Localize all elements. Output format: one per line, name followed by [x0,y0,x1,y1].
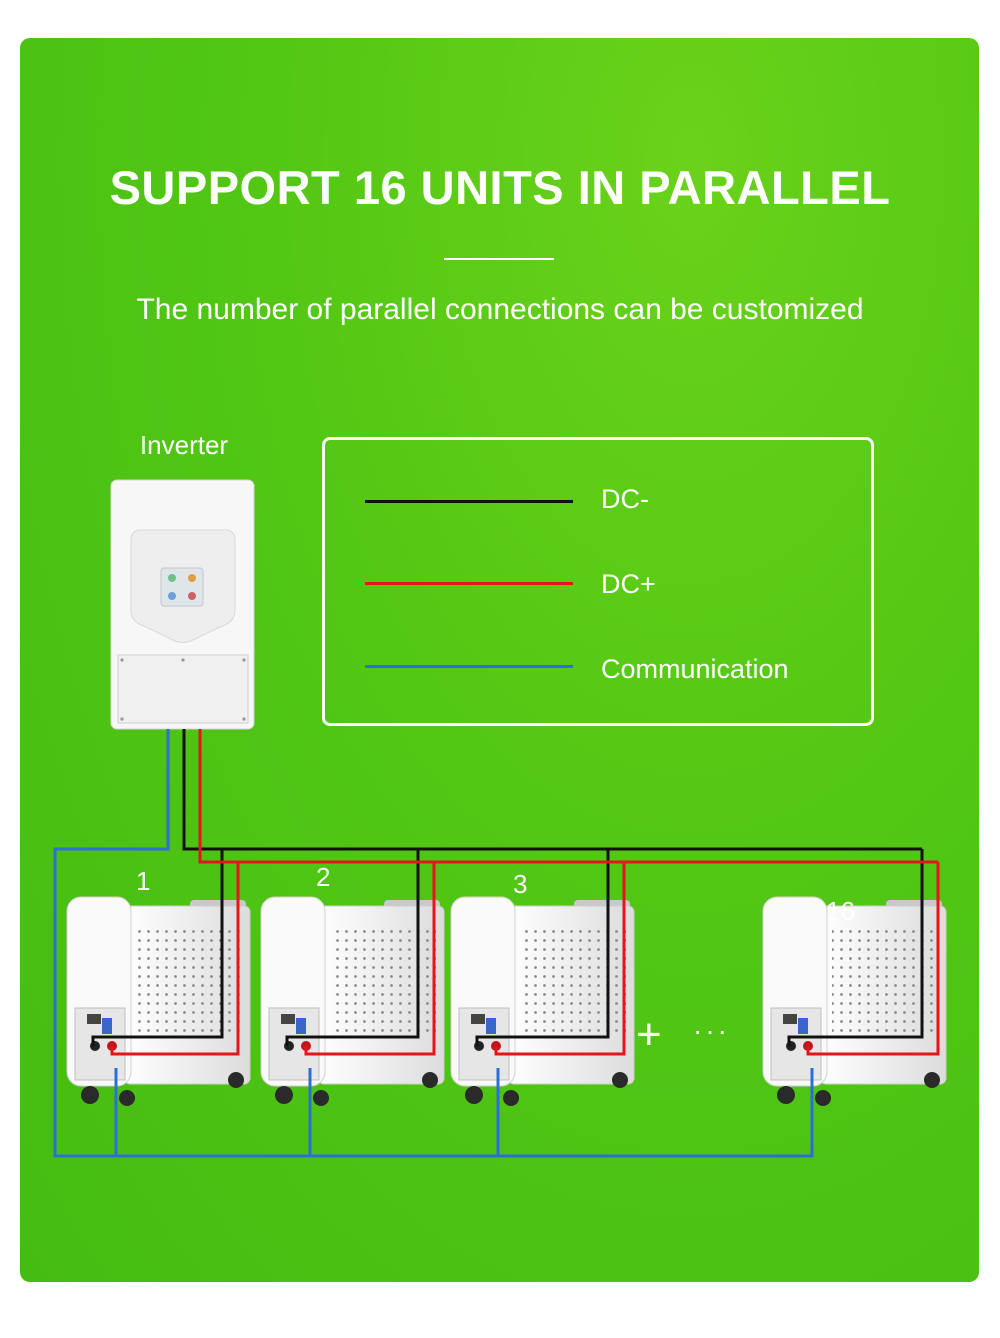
title-divider [444,258,554,260]
dc-positive-wires [110,729,940,1056]
battery-unit-3 [450,896,635,1106]
legend-line-dc-positive [365,582,573,585]
unit-number-2: 2 [316,862,331,892]
legend-line-dc-negative [365,500,573,503]
page-title: SUPPORT 16 UNITS IN PARALLEL [109,161,891,214]
plus-icon: + [636,1010,662,1059]
legend-label-communication: Communication [601,654,789,684]
dc-negative-wires [91,729,924,1046]
battery-unit-1 [66,896,251,1106]
unit-number-3: 3 [513,869,528,899]
legend-label-dc-positive: DC+ [601,569,656,599]
legend: DC- DC+ Communication [322,437,874,726]
legend-label-dc-negative: DC- [601,484,649,514]
unit-number-1: 1 [136,866,151,896]
legend-line-communication [365,665,573,668]
battery-unit-16 [762,896,947,1106]
page-subtitle: The number of parallel connections can b… [136,293,864,326]
unit-number-16: 16 [826,896,855,926]
inverter-device [110,479,255,730]
inverter-label: Inverter [139,430,229,460]
inverter-screen [160,567,204,607]
communication-wires [53,729,814,1158]
battery-unit-2 [260,896,445,1106]
ellipsis: ··· [693,1015,730,1046]
